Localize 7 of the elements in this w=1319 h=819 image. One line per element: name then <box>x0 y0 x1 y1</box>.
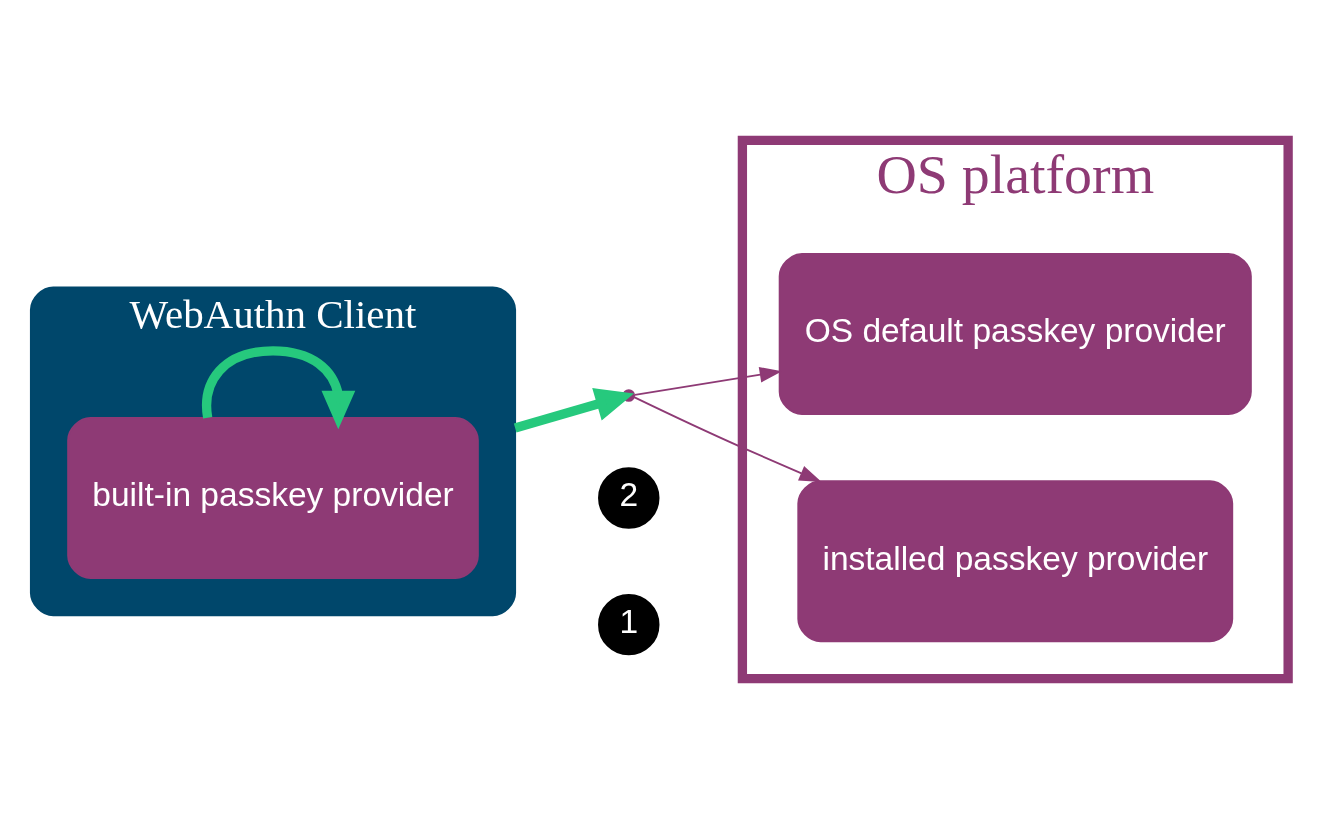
arrow <box>202 346 356 430</box>
arrow <box>633 396 822 483</box>
label: 2 <box>619 476 639 514</box>
node-box: OS default passkey provider <box>778 253 1252 416</box>
node-box: installed passkey provider <box>797 480 1234 643</box>
node-box: built-in passkey provider <box>67 416 479 579</box>
label: 1 <box>619 602 639 640</box>
